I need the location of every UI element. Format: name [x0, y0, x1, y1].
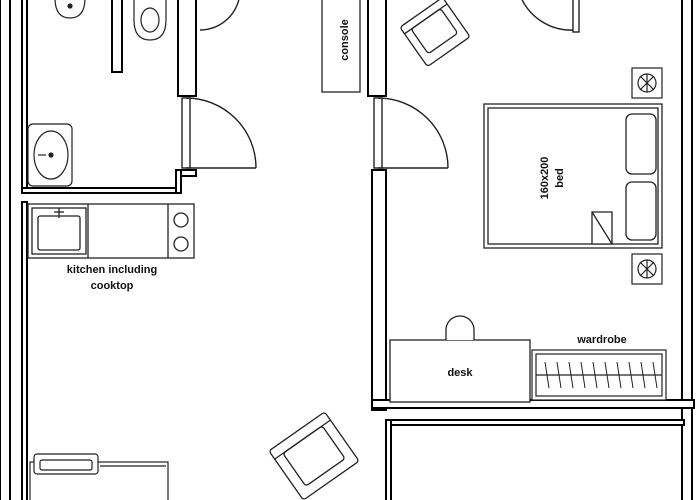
door-top-left-arc: [199, 0, 240, 31]
armchair-bedroom: [400, 0, 470, 67]
desk: [389, 315, 531, 403]
console: [321, 0, 361, 93]
wardrobe-label: wardrobe: [576, 334, 627, 346]
bed: [483, 103, 663, 249]
hangers: [544, 361, 658, 389]
cooktop-burner: [173, 236, 189, 252]
armchair-living: [269, 412, 359, 500]
console-label: console: [339, 19, 351, 61]
wall-sink: [27, 123, 73, 187]
nightstand: [631, 67, 663, 99]
pillow: [625, 181, 657, 241]
hall-wall-top-left: [177, 0, 197, 97]
lower-wall: [385, 419, 685, 426]
kitchen-label-2: cooktop: [91, 280, 134, 292]
desk-label: desk: [447, 367, 473, 379]
outer-wall-left: [0, 0, 11, 500]
sofa: [29, 453, 169, 500]
bathroom-wall-left: [21, 0, 28, 191]
kitchen-label-1: kitchen including: [67, 264, 157, 276]
outer-wall-right: [681, 0, 693, 500]
desk-chair: [445, 315, 475, 340]
bed-label: bed: [554, 168, 566, 188]
door-bathroom: [181, 97, 257, 169]
pillow: [625, 113, 657, 175]
living-wall-left: [21, 201, 28, 500]
nightstand: [631, 253, 663, 285]
bathroom-wall-corner-v: [175, 169, 182, 194]
sink-top: [54, 0, 86, 19]
bedroom-wall-left: [371, 169, 387, 411]
toilet: [133, 0, 167, 41]
door-top-right: [521, 0, 580, 33]
bathroom-wall-bottom: [21, 187, 181, 194]
door-bedroom: [373, 97, 449, 169]
cooktop-burner: [173, 212, 189, 228]
hall-wall-top-right: [367, 0, 387, 97]
wardrobe: [531, 349, 667, 401]
bathroom-partition: [111, 0, 123, 73]
kitchen-unit: [27, 203, 195, 259]
doors: [181, 0, 580, 169]
lower-wall-v: [385, 419, 392, 500]
bed-size-label: 160x200: [539, 157, 551, 200]
bathroom-fixtures: [27, 0, 167, 187]
